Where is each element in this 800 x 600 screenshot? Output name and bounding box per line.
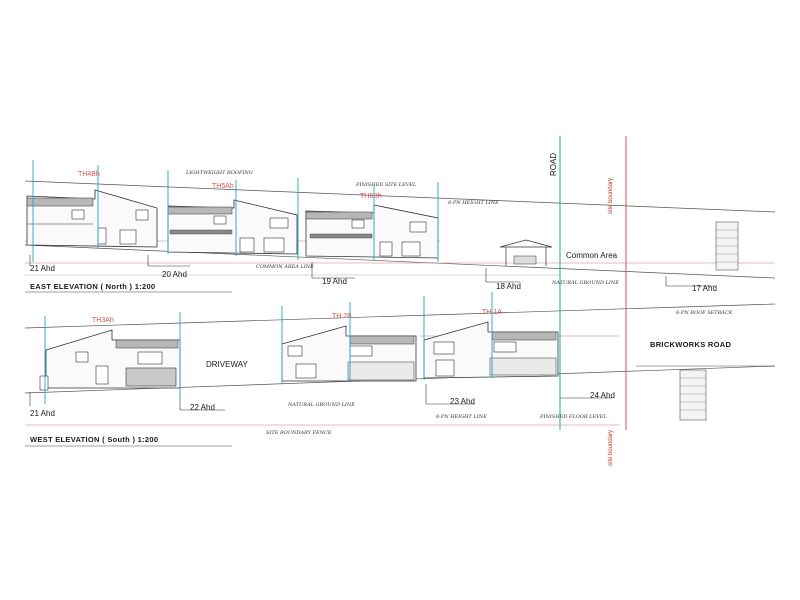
- level-22ahd-west: 22 Ahd: [190, 403, 215, 412]
- level-23ahd-west: 23 Ahd: [450, 397, 475, 406]
- note-common-line: COMMON AREA LINE: [256, 264, 314, 270]
- townhouse-th6bh: [305, 204, 439, 259]
- road-name-label: BRICKWORKS ROAD: [650, 340, 731, 349]
- height-line-west: [24, 303, 776, 329]
- townhouse-th5ah: [167, 199, 298, 255]
- level-24ahd-west: 24 Ahd: [590, 391, 615, 400]
- note-west-ground: NATURAL GROUND LINE: [287, 402, 355, 408]
- townhouse-th1a: [423, 321, 559, 379]
- level-17ahd-east: 17 Ahd: [692, 284, 717, 293]
- unit-tag-th3ah: TH3Ah: [92, 317, 114, 324]
- note-west-floor: FINISHED FLOOR LEVEL: [539, 414, 607, 420]
- height-line: [24, 180, 776, 213]
- note-height-line: 8-PN HEIGHT LINE: [448, 200, 499, 206]
- level-18ahd-east: 18 Ahd: [496, 282, 521, 291]
- level-19ahd-east: 19 Ahd: [322, 277, 347, 286]
- townhouse-th4bh: [26, 189, 158, 248]
- site-boundary-label-top: site boundary: [608, 178, 614, 214]
- driveway-label: DRIVEWAY: [206, 360, 248, 369]
- common-area-label: Common Area: [566, 251, 618, 260]
- note-west-fence: SITE BOUNDARY FENCE: [266, 430, 332, 436]
- note-west-height: 8-PN HEIGHT LINE: [436, 414, 487, 420]
- ground-line: [24, 244, 776, 279]
- townhouse-th2b: [281, 325, 417, 382]
- note-roofing: LIGHTWEIGHT ROOFING: [185, 170, 253, 176]
- site-boundary-label-bottom: site boundary: [608, 430, 614, 466]
- unit-tag-th5ah: TH5Ah: [212, 183, 234, 190]
- west-elevation: 21 Ahd 22 Ahd 23 Ahd 24 Ahd TH3Ah TH 2B …: [24, 303, 776, 447]
- unit-tag-th2b: TH 2B: [332, 313, 352, 320]
- townhouse-th3ah: [39, 329, 181, 391]
- boundary-fence-west: [679, 369, 707, 421]
- note-finished-level: FINISHED SITE LEVEL: [355, 182, 417, 188]
- level-markers-east: [29, 255, 715, 287]
- east-elevation: 21 Ahd 20 Ahd 19 Ahd 18 Ahd 17 Ahd TH4Bh…: [24, 170, 776, 293]
- east-elevation-title: EAST ELEVATION ( North ) 1:200: [30, 282, 155, 291]
- vertical-grid-lines: [32, 136, 627, 430]
- west-elevation-title: WEST ELEVATION ( South ) 1:200: [30, 435, 158, 444]
- unit-tag-th6bh: TH6Bh: [360, 193, 382, 200]
- unit-tag-th4bh: TH4Bh: [78, 171, 100, 178]
- road-vertical-label: ROAD: [549, 153, 558, 176]
- boundary-fence-east: [715, 221, 739, 271]
- note-west-setback: 8-PN ROOF SETBACK: [676, 310, 733, 316]
- note-natural-ground: NATURAL GROUND LINE: [551, 280, 619, 286]
- common-area-pergola: [499, 239, 553, 266]
- level-21ahd-west: 21 Ahd: [30, 409, 55, 418]
- level-21ahd-east: 21 Ahd: [30, 264, 55, 273]
- level-20ahd-east: 20 Ahd: [162, 270, 187, 279]
